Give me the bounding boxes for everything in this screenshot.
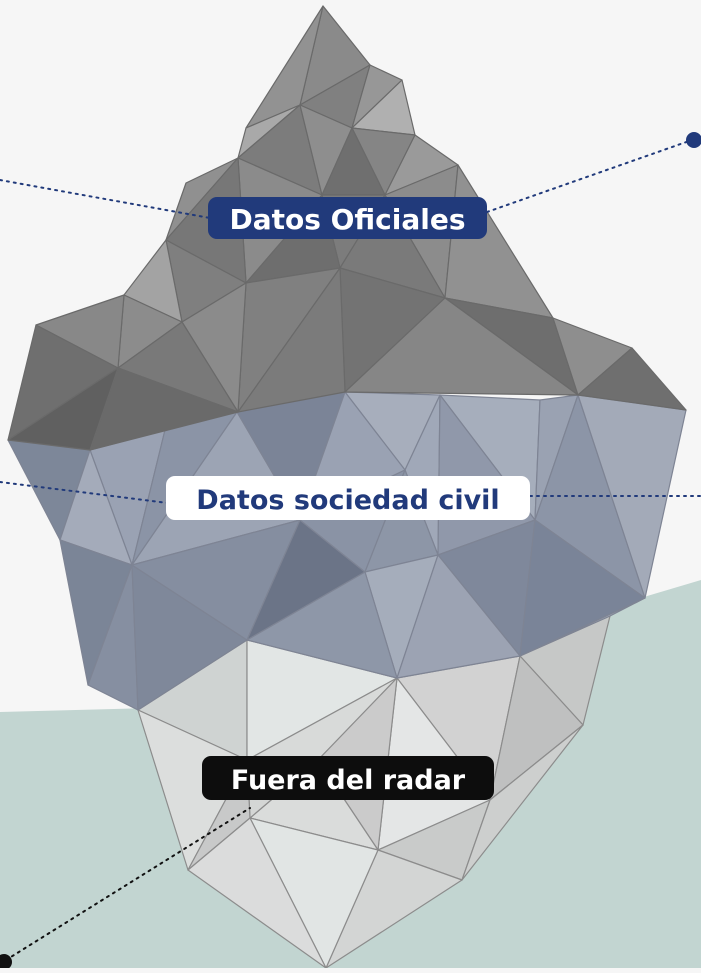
iceberg-tip (7, 5, 687, 451)
label-radar-text: Fuera del radar (231, 765, 466, 796)
official-connector-left (0, 179, 211, 219)
official-connector-right (486, 139, 693, 213)
radar-connector-dot (0, 954, 12, 970)
label-official: Datos Oficiales (208, 197, 487, 239)
label-official-text: Datos Oficiales (229, 203, 465, 236)
connector-lines (0, 139, 701, 961)
civil-connector-left (0, 481, 169, 504)
label-civil: Datos sociedad civil (166, 476, 530, 520)
radar-connector (5, 807, 251, 961)
label-radar: Fuera del radar (202, 756, 494, 800)
official-connector-dot (686, 132, 701, 148)
label-civil-text: Datos sociedad civil (196, 485, 499, 516)
